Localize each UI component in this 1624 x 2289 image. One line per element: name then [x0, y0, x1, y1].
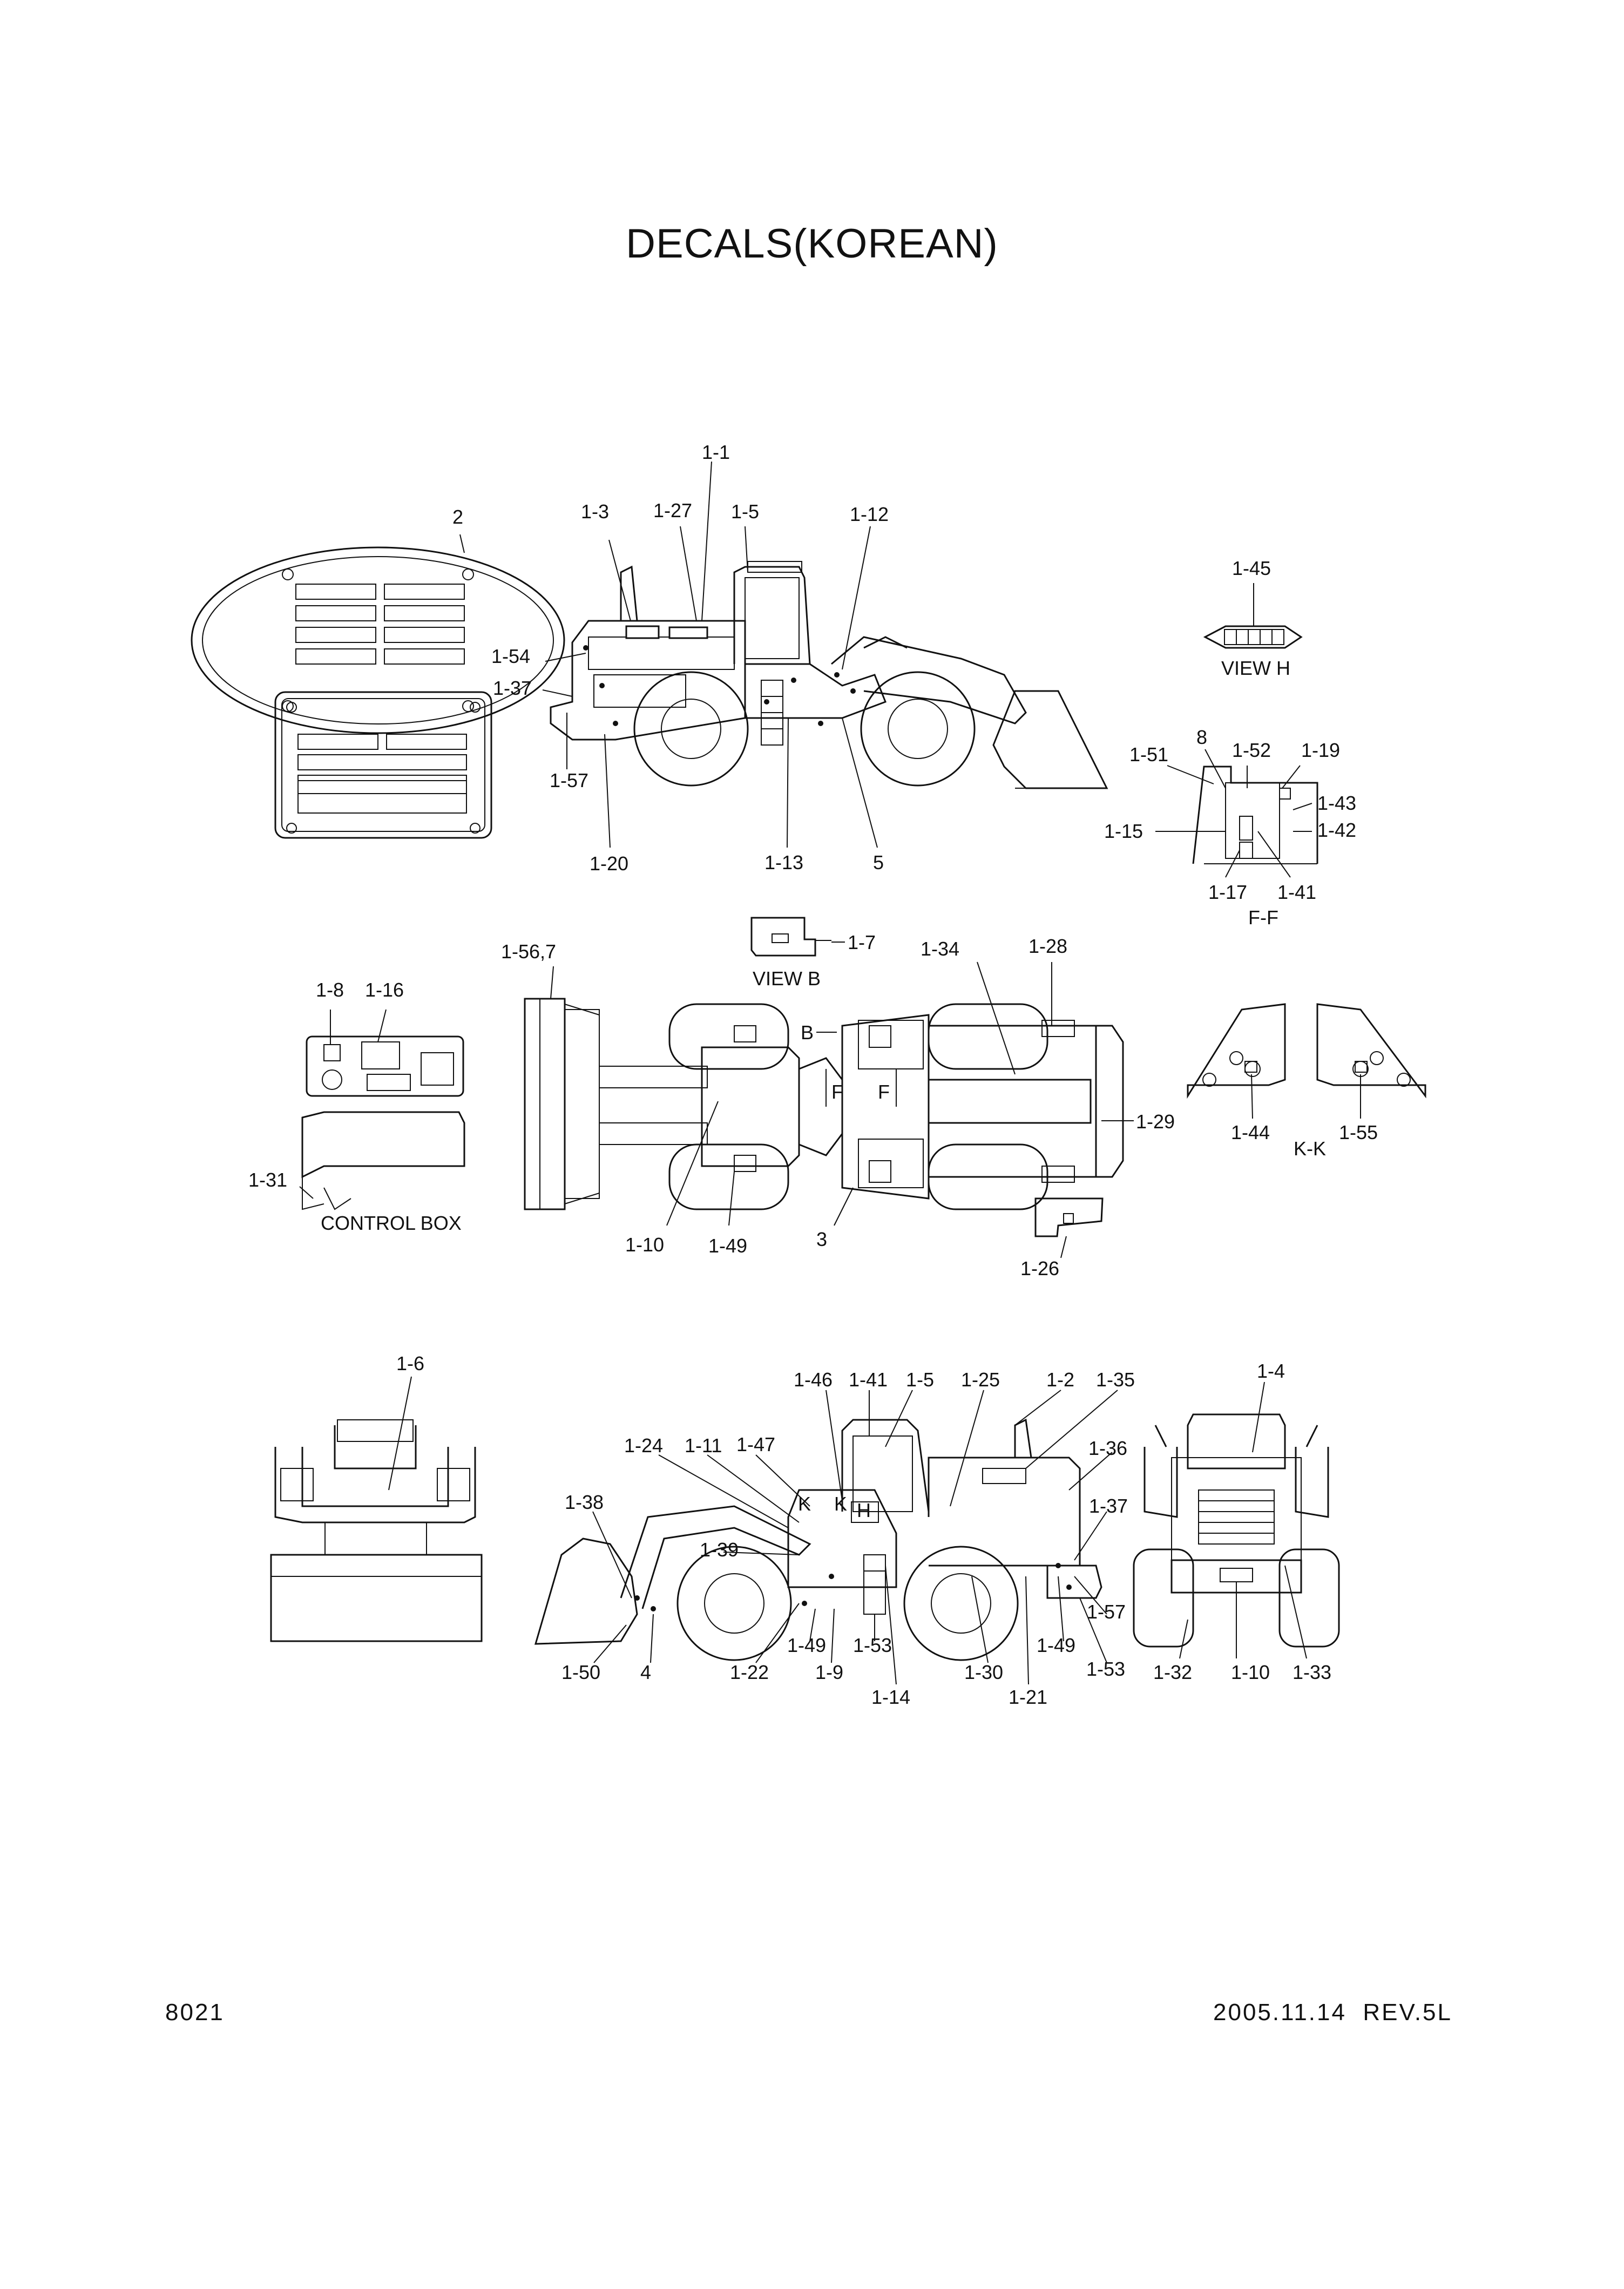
callout: 1-37	[493, 677, 532, 699]
callout: 1-17	[1208, 881, 1247, 903]
view-label-kk: K-K	[1294, 1137, 1326, 1160]
callout: 3	[816, 1228, 827, 1250]
callout: 1-30	[964, 1661, 1003, 1683]
callout: 1-20	[590, 852, 628, 875]
callout: 1-14	[871, 1686, 910, 1708]
callout: 1-49	[1037, 1634, 1075, 1656]
decal-oval-plate	[191, 534, 565, 734]
callout: 1-11	[685, 1434, 722, 1457]
callout: 1-31	[248, 1169, 287, 1191]
view-h-detail	[1203, 583, 1303, 649]
callout: 1-53	[1086, 1658, 1125, 1680]
callout: 1-52	[1232, 739, 1271, 761]
callout: 1-41	[1277, 881, 1316, 903]
callout: 1-5	[731, 500, 759, 523]
section-mark-h: H	[857, 1499, 871, 1521]
view-label-ff: F-F	[1248, 906, 1278, 929]
callout: 1-57	[1087, 1601, 1126, 1623]
decal-rect-plate	[274, 691, 492, 839]
page-title: DECALS(KOREAN)	[626, 221, 998, 267]
callout: 1-32	[1153, 1661, 1192, 1683]
callout: 1-27	[653, 499, 692, 522]
section-mark-f-right: F	[878, 1081, 890, 1103]
loader-top-view: F F B	[524, 961, 1134, 1226]
callout: 1-2	[1046, 1369, 1074, 1391]
callout: 1-51	[1129, 743, 1168, 766]
date-revision: 2005.11.14 REV.5L	[1213, 1999, 1452, 2026]
section-k-k	[1187, 1003, 1426, 1119]
view-b-detail	[750, 917, 845, 957]
callout: 1-1	[702, 441, 730, 463]
loader-rear-view	[1133, 1381, 1340, 1659]
view-label-b: VIEW B	[753, 967, 821, 990]
callout: 1-33	[1293, 1661, 1331, 1683]
view-labels: VIEW H VIEW B F-F K-K CONTROL BOX	[321, 657, 1326, 1234]
callout: 1-15	[1104, 820, 1143, 842]
callout: 1-22	[730, 1661, 769, 1683]
callout: 1-19	[1301, 739, 1340, 761]
page-number: 8021	[165, 1999, 225, 2026]
callout: 1-13	[764, 851, 803, 873]
callout: 1-41	[849, 1369, 888, 1391]
callout: 1-21	[1009, 1686, 1047, 1708]
section-mark-f-left: F	[831, 1081, 843, 1103]
callout: 1-39	[700, 1539, 739, 1561]
callout: 1-42	[1317, 819, 1356, 841]
callout: 8	[1196, 726, 1207, 748]
callout: 1-50	[561, 1661, 600, 1683]
callout: 1-7	[848, 931, 876, 953]
decal-1-26-detail	[1034, 1197, 1104, 1258]
callout: 1-43	[1317, 792, 1356, 814]
callout: 1-57	[550, 769, 588, 791]
callout: 1-26	[1020, 1257, 1059, 1279]
view-label-control-box: CONTROL BOX	[321, 1212, 462, 1234]
callout: 1-6	[396, 1352, 424, 1374]
section-mark-b: B	[801, 1021, 814, 1044]
callout: 2	[452, 506, 463, 528]
callout: 1-46	[794, 1369, 833, 1391]
callout: 1-3	[581, 500, 609, 523]
callout: 1-25	[961, 1369, 1000, 1391]
callout: 1-38	[565, 1491, 604, 1513]
callout: 1-44	[1231, 1121, 1270, 1143]
section-f-f	[1155, 749, 1318, 878]
callout: 1-16	[365, 979, 404, 1001]
callout: 4	[640, 1661, 651, 1683]
callout: 1-29	[1136, 1110, 1175, 1133]
callout: 1-34	[921, 938, 959, 960]
callout: 1-56,7	[501, 940, 556, 963]
loader-side-view-right: H K K	[534, 1390, 1118, 1685]
callout: 1-10	[1231, 1661, 1270, 1683]
callout: 1-4	[1257, 1360, 1285, 1382]
callout: 1-49	[787, 1634, 826, 1656]
callout: 1-53	[853, 1634, 892, 1656]
loader-front-view	[270, 1376, 483, 1642]
view-label-h: VIEW H	[1221, 657, 1290, 679]
callout: 1-12	[850, 503, 889, 525]
callout: 1-55	[1339, 1121, 1378, 1143]
callout: 1-36	[1088, 1437, 1127, 1459]
callout: 1-8	[316, 979, 344, 1001]
callout-labels: 2 1-1 1-3 1-27 1-5 1-12 1-54 1-37 1-57 1…	[248, 441, 1378, 1708]
callout: 1-37	[1089, 1495, 1128, 1517]
callout: 1-9	[815, 1661, 843, 1683]
callout: 1-45	[1232, 557, 1271, 579]
callout: 1-47	[736, 1433, 775, 1455]
callout: 1-28	[1028, 935, 1067, 957]
loader-side-view-left	[542, 461, 1108, 848]
callout: 1-10	[625, 1234, 664, 1256]
callout: 1-24	[624, 1434, 663, 1457]
callout: 1-49	[708, 1235, 747, 1257]
callout: 1-35	[1096, 1369, 1135, 1391]
section-mark-k-right: K	[834, 1493, 847, 1515]
callout: 1-54	[491, 645, 530, 667]
callout: 5	[873, 851, 884, 873]
callout: 1-5	[906, 1369, 934, 1391]
control-box-detail	[299, 1009, 465, 1210]
